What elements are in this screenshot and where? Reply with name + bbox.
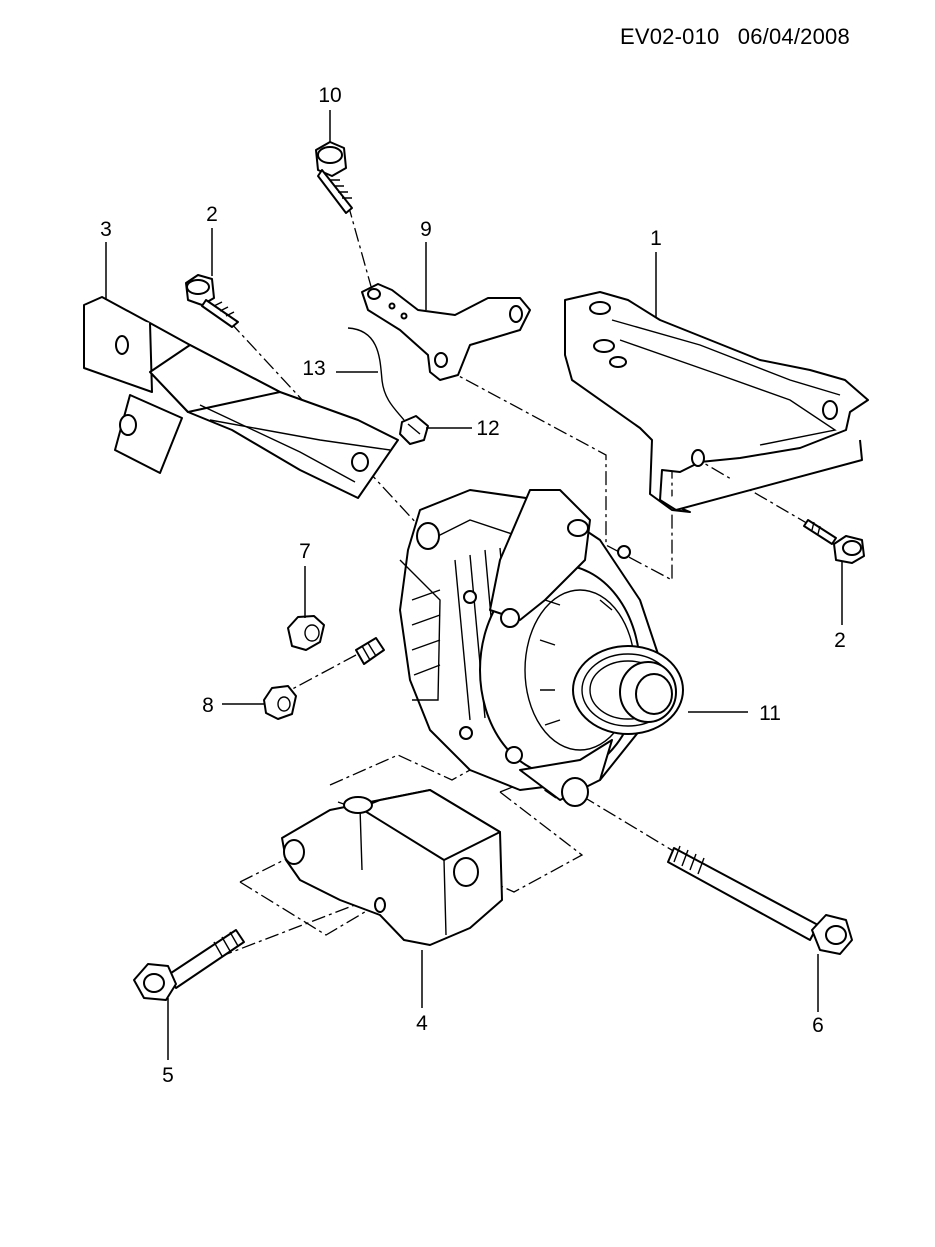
callout-10: 10 xyxy=(318,84,341,107)
callout-8: 8 xyxy=(202,694,214,717)
callout-1: 1 xyxy=(650,227,662,250)
part-6-long-bolt xyxy=(667,845,853,955)
part-11-alternator xyxy=(399,489,684,807)
part-2-upper-bolt xyxy=(185,274,239,328)
stud xyxy=(355,637,385,665)
part-3-support-bracket xyxy=(83,296,399,499)
callout-labels: 1 2 2 3 4 5 6 7 8 9 10 11 12 13 xyxy=(100,84,846,1087)
callout-12: 12 xyxy=(476,417,499,440)
part-2-lower-bolt xyxy=(803,519,865,564)
callout-2-upper: 2 xyxy=(206,203,218,226)
callout-leaders xyxy=(105,110,843,1060)
part-7-nut xyxy=(287,615,325,651)
diagram-date: 06/04/2008 xyxy=(737,24,850,49)
part-10-flange-bolt xyxy=(315,141,353,214)
callout-4: 4 xyxy=(416,1012,428,1035)
diagram-code: EV02-010 xyxy=(620,24,720,49)
part-5-long-bolt xyxy=(133,929,245,1001)
diagram-header: EV02-010 06/04/2008 xyxy=(620,24,850,50)
part-9-small-bracket xyxy=(361,283,531,381)
callout-13: 13 xyxy=(302,357,325,380)
part-12-connector xyxy=(399,415,429,445)
callout-7: 7 xyxy=(299,540,311,563)
callout-3: 3 xyxy=(100,218,112,241)
callout-11: 11 xyxy=(759,702,781,725)
part-4-mount-block xyxy=(281,789,503,946)
callout-5: 5 xyxy=(162,1064,174,1087)
part-8-nut xyxy=(263,685,297,720)
part-1-mounting-bracket xyxy=(564,291,869,513)
part-13-wire xyxy=(347,327,405,421)
callout-2-lower: 2 xyxy=(834,629,846,652)
callout-6: 6 xyxy=(812,1014,824,1037)
callout-9: 9 xyxy=(420,218,432,241)
